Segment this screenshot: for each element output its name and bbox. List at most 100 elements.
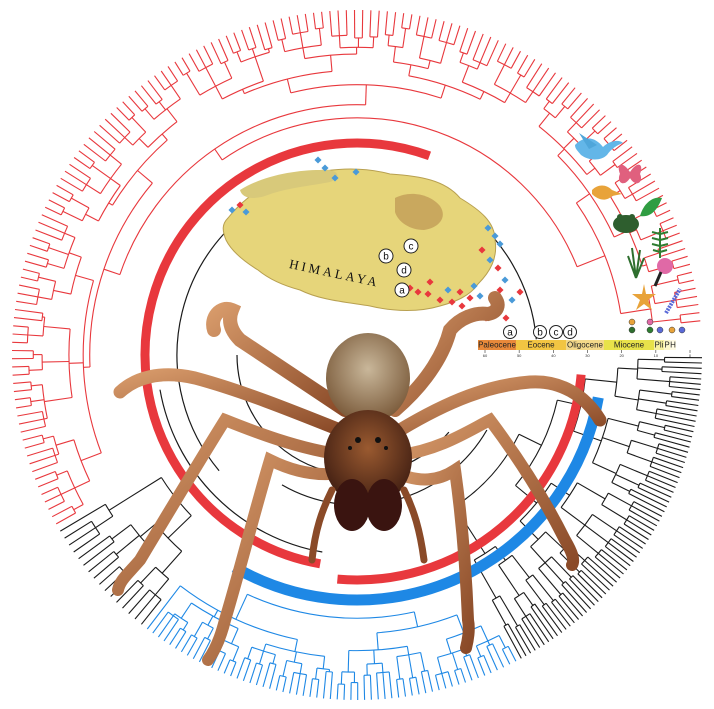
branch bbox=[438, 657, 442, 673]
branch bbox=[414, 612, 417, 627]
branch bbox=[665, 425, 693, 431]
branch bbox=[56, 513, 75, 524]
branch bbox=[568, 93, 582, 109]
starfish-flower-icon bbox=[632, 284, 656, 310]
branch bbox=[263, 663, 270, 687]
branch bbox=[441, 85, 445, 98]
branch bbox=[145, 109, 154, 120]
branch bbox=[56, 440, 74, 445]
branch bbox=[310, 679, 313, 697]
sample-point bbox=[476, 292, 483, 299]
branch bbox=[84, 542, 115, 566]
branch bbox=[57, 471, 68, 475]
branch bbox=[32, 463, 57, 472]
branch bbox=[546, 78, 562, 99]
branch bbox=[12, 342, 27, 343]
branch bbox=[625, 194, 633, 198]
branch bbox=[111, 113, 130, 132]
branch bbox=[420, 36, 425, 58]
branch bbox=[175, 62, 183, 75]
branch bbox=[539, 113, 550, 126]
branch bbox=[600, 165, 615, 176]
branch bbox=[23, 435, 43, 440]
branch bbox=[31, 400, 44, 402]
branch bbox=[171, 85, 180, 99]
branch bbox=[257, 25, 265, 50]
branch bbox=[74, 534, 100, 552]
branch bbox=[533, 68, 549, 92]
branch bbox=[677, 272, 692, 276]
branch bbox=[585, 379, 617, 382]
branch bbox=[666, 406, 698, 411]
branch bbox=[389, 672, 392, 698]
branch bbox=[42, 487, 58, 494]
lizard-icon bbox=[592, 186, 622, 200]
branch bbox=[76, 275, 94, 280]
branch bbox=[86, 214, 99, 221]
branch bbox=[273, 655, 276, 664]
branch bbox=[110, 155, 121, 164]
branch bbox=[555, 106, 565, 117]
branch bbox=[260, 651, 264, 664]
branch bbox=[499, 636, 505, 648]
branch bbox=[13, 334, 28, 335]
branch bbox=[428, 61, 430, 69]
branch bbox=[187, 73, 200, 95]
branch bbox=[162, 551, 182, 573]
branch bbox=[638, 359, 665, 360]
branch bbox=[670, 382, 701, 385]
branch bbox=[487, 40, 498, 65]
branch bbox=[366, 85, 367, 105]
branch bbox=[576, 104, 594, 123]
event-letter: a bbox=[507, 328, 513, 339]
branch bbox=[92, 165, 110, 178]
branch bbox=[526, 92, 533, 103]
branch bbox=[19, 285, 39, 289]
branch bbox=[539, 568, 561, 594]
branch bbox=[289, 17, 293, 35]
branch bbox=[403, 679, 406, 697]
fern-icon bbox=[652, 228, 668, 258]
branch bbox=[662, 367, 702, 369]
branch bbox=[394, 47, 396, 63]
tick-label: 60 bbox=[483, 353, 488, 358]
branch bbox=[677, 305, 698, 308]
branch bbox=[527, 64, 542, 88]
branch bbox=[499, 565, 519, 595]
branch bbox=[595, 550, 601, 557]
branch bbox=[249, 27, 256, 47]
branch bbox=[432, 19, 437, 38]
branch bbox=[300, 33, 303, 48]
site-letter: a bbox=[399, 286, 405, 297]
branch bbox=[39, 222, 65, 233]
branch bbox=[462, 66, 468, 83]
branch bbox=[464, 657, 472, 680]
branch bbox=[31, 385, 42, 386]
branch bbox=[111, 179, 121, 186]
branch bbox=[510, 75, 521, 93]
branch bbox=[544, 101, 550, 108]
branch bbox=[21, 277, 38, 281]
branch bbox=[167, 109, 177, 122]
branch bbox=[665, 362, 702, 363]
event-letter: b bbox=[537, 328, 543, 339]
branch bbox=[100, 125, 120, 143]
event-dot bbox=[679, 327, 685, 333]
branch bbox=[484, 655, 491, 673]
branch bbox=[519, 434, 541, 445]
branch bbox=[94, 557, 119, 578]
branch bbox=[216, 86, 223, 99]
branch bbox=[18, 293, 38, 297]
branch bbox=[488, 641, 490, 645]
branch bbox=[94, 132, 115, 150]
branch bbox=[608, 493, 631, 506]
branch bbox=[508, 646, 516, 661]
branch bbox=[65, 233, 75, 237]
spider-abdomen bbox=[326, 333, 410, 423]
branch bbox=[295, 640, 298, 652]
branch bbox=[615, 396, 638, 400]
branch bbox=[511, 51, 520, 68]
branch bbox=[164, 619, 179, 641]
branch bbox=[652, 319, 680, 322]
branch bbox=[436, 675, 440, 690]
